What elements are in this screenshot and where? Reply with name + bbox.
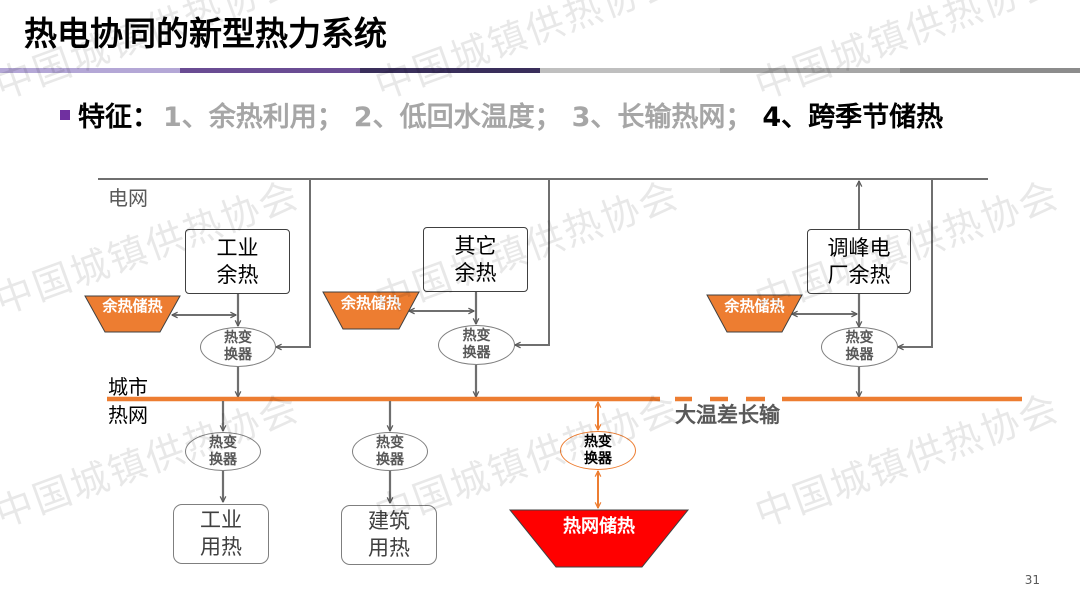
industrial-waste-heat-box: 工业 余热	[185, 229, 290, 294]
industrial-waste-heat-line1: 工业	[216, 235, 259, 260]
other-waste-heat-line2: 余热	[454, 260, 497, 285]
heat-exchanger-1: 热变 换器	[200, 327, 276, 367]
feature-item-low-return-temp: 2、低回水温度；	[353, 101, 562, 133]
waste-heat-storage-1-label: 余热储热	[102, 297, 163, 315]
feature-bullet: 特征： 1、余热利用； 2、低回水温度； 3、长输热网； 4、跨季节储热	[60, 92, 943, 136]
heat-exchanger-4: 热变 换器	[185, 432, 261, 471]
grid-to-exchanger-1-line	[276, 179, 311, 347]
page-number: 31	[1024, 573, 1040, 587]
divider-segment	[180, 68, 360, 73]
peak-plant-waste-heat-box: 调峰电 厂余热	[807, 229, 911, 294]
building-heat-use-line1: 建筑	[368, 509, 410, 533]
heat-exchanger-3: 热变 换器	[821, 327, 898, 367]
heat-exchanger-2-line2: 换器	[462, 345, 491, 361]
divider-segment	[720, 68, 900, 73]
divider-segment	[900, 68, 1080, 73]
title-divider	[0, 68, 1080, 73]
network-storage-heat-exchanger: 热变 换器	[560, 431, 636, 470]
heat-exchanger-5-line1: 热变	[376, 434, 404, 451]
divider-segment	[0, 68, 180, 73]
heat-exchanger-5: 热变 换器	[352, 432, 428, 471]
slide-title: 热电协同的新型热力系统	[24, 14, 387, 53]
long-distance-label: 大温差长输	[675, 403, 780, 427]
industrial-heat-use-line1: 工业	[200, 508, 242, 532]
power-grid-label: 电网	[108, 186, 148, 210]
building-heat-use-box: 建筑 用热	[341, 505, 437, 565]
heat-exchanger-3-line1: 热变	[845, 330, 874, 346]
divider-segment	[540, 68, 720, 73]
grid-to-exchanger-2-line	[515, 179, 550, 345]
network-heat-storage-shape	[508, 509, 690, 568]
waste-heat-storage-1-shape	[84, 295, 181, 333]
feature-label: 特征：	[78, 101, 159, 133]
waste-heat-storage-3-label: 余热储热	[724, 297, 785, 315]
heat-exchanger-1-line1: 热变	[224, 330, 252, 346]
industrial-heat-use-line2: 用热	[200, 535, 242, 559]
peak-plant-waste-heat-line2: 厂余热	[827, 262, 891, 287]
heat-exchanger-3-line2: 换器	[845, 347, 874, 363]
industrial-heat-use-box: 工业 用热	[173, 504, 269, 564]
feature-item-seasonal-storage: 4、跨季节储热	[762, 101, 944, 133]
other-waste-heat-box: 其它 余热	[423, 227, 528, 292]
feature-item-waste-heat: 1、余热利用；	[163, 101, 344, 133]
heat-exchanger-4-line1: 热变	[209, 434, 237, 451]
feature-item-long-distance-network: 3、长输热网；	[571, 101, 753, 133]
heat-exchanger-4-line2: 换器	[209, 451, 237, 468]
heat-exchanger-2-line1: 热变	[462, 328, 491, 344]
divider-segment	[360, 68, 540, 73]
square-bullet-icon	[60, 110, 70, 120]
other-waste-heat-line1: 其它	[454, 233, 497, 258]
heat-exchanger-5-line2: 换器	[376, 451, 404, 468]
building-heat-use-line2: 用热	[368, 536, 410, 560]
network-storage-heat-exchanger-line2: 换器	[584, 450, 612, 467]
network-storage-heat-exchanger-line1: 热变	[584, 433, 612, 450]
network-heat-storage-label: 热网储热	[563, 516, 635, 537]
heat-exchanger-2: 热变 换器	[438, 325, 515, 365]
industrial-waste-heat-line2: 余热	[216, 262, 259, 287]
waste-heat-storage-2-label: 余热储热	[340, 294, 401, 312]
grid-to-exchanger-3-line	[898, 179, 933, 347]
city-network-label-line1: 城市	[108, 375, 148, 399]
waste-heat-storage-3-shape	[706, 294, 803, 333]
heat-exchanger-1-line2: 换器	[224, 347, 252, 363]
city-network-label-line2: 热网	[108, 403, 148, 427]
waste-heat-storage-2-shape	[322, 291, 420, 330]
peak-plant-waste-heat-line1: 调峰电	[827, 235, 891, 260]
